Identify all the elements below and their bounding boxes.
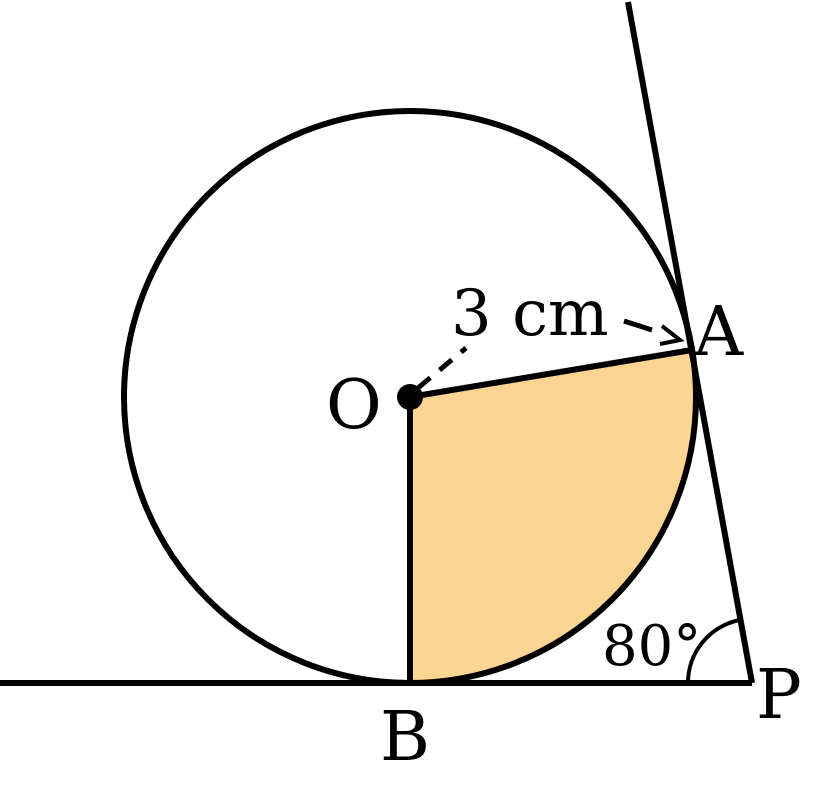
radius-dimension-dash-left: [416, 346, 468, 390]
label-o: O: [326, 366, 382, 445]
label-b: B: [380, 698, 430, 777]
angle-label: 80°: [602, 614, 701, 679]
radius-oa: [409, 347, 693, 400]
label-a: A: [693, 293, 744, 372]
radius-dimension-dash-right: [623, 318, 653, 333]
label-p: P: [756, 656, 802, 735]
shaded-sector-oab: [410, 350, 696, 683]
center-point-o: [397, 384, 423, 410]
tangent-line-a: [625, 1, 755, 684]
radius-dimension-arrow: [659, 324, 685, 346]
radius-label: 3 cm: [451, 277, 609, 351]
angle-arc-p: [685, 618, 741, 684]
